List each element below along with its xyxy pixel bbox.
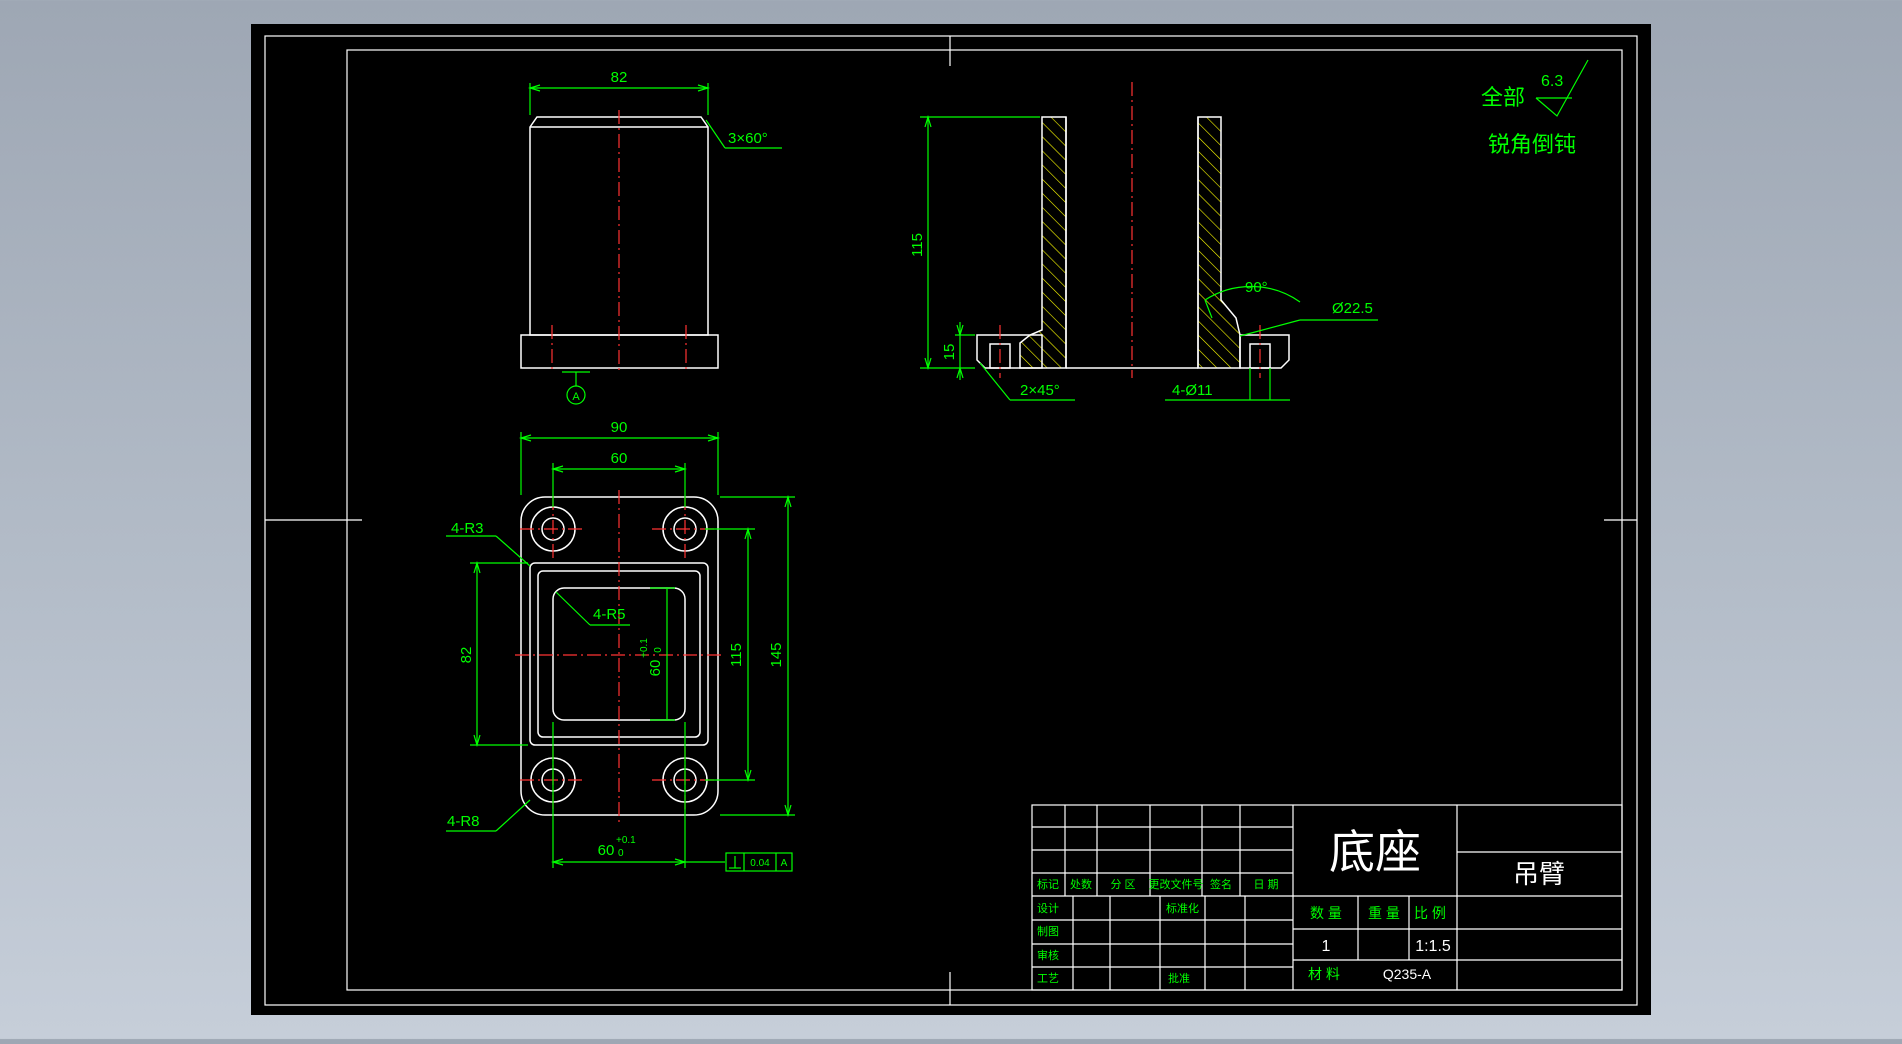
drawing-sheet bbox=[251, 24, 1651, 1015]
tb-process: 工艺 bbox=[1037, 972, 1059, 985]
tb-header-2: 分 区 bbox=[1110, 878, 1135, 891]
top-view: 90 60 82 115 145 4-R3 4-R5 4-R8 60 +0.1 … bbox=[446, 419, 795, 872]
inner-square-v-tol-lower: 0 bbox=[653, 647, 664, 653]
outer-height-dim: 145 bbox=[768, 642, 785, 667]
inner-square-v-dim: 60 bbox=[647, 660, 664, 677]
sheet-border bbox=[264, 35, 1638, 1006]
front-view: 82 3×60° A bbox=[520, 69, 782, 405]
edge-break-note: 锐角倒钝 bbox=[1488, 132, 1576, 157]
inner-square-h-dim: 60 bbox=[598, 842, 615, 859]
inner-width-dim: 82 bbox=[458, 647, 475, 664]
section-height-dim: 115 bbox=[909, 233, 926, 257]
holes-dim: 4-Ø11 bbox=[1172, 382, 1213, 399]
tb-header-5: 日 期 bbox=[1253, 878, 1278, 891]
tb-part-name: 底座 bbox=[1329, 826, 1421, 878]
tb-material-label: 材 料 bbox=[1308, 966, 1340, 982]
tb-material: Q235-A bbox=[1383, 966, 1432, 982]
section-view: 115 15 90° Ø22.5 2×45° 4-Ø11 bbox=[909, 82, 1378, 401]
datum-a-label: A bbox=[572, 391, 580, 403]
tb-qty: 1 bbox=[1322, 938, 1331, 955]
angle-dim: 90° bbox=[1245, 279, 1268, 296]
counterbore-dim: Ø22.5 bbox=[1332, 300, 1373, 317]
inner-square-h-tol-upper: +0.1 bbox=[616, 835, 636, 846]
tb-assembly: 吊臂 bbox=[1513, 859, 1565, 889]
tb-scale-label: 比 例 bbox=[1414, 905, 1446, 921]
r5-label: 4-R5 bbox=[593, 606, 626, 623]
base-height-dim: 15 bbox=[941, 344, 958, 361]
outer-width-dim: 90 bbox=[611, 419, 628, 436]
inner-square-v-tol-upper: +0.1 bbox=[639, 638, 650, 658]
tb-approve: 批准 bbox=[1168, 971, 1190, 985]
tb-standard: 标准化 bbox=[1166, 901, 1199, 915]
tb-header-1: 处数 bbox=[1070, 878, 1092, 891]
tb-header-4: 签名 bbox=[1210, 877, 1232, 891]
fcf-value: 0.04 bbox=[750, 858, 770, 869]
front-width-dim: 82 bbox=[611, 69, 628, 86]
tb-weight-label: 重 量 bbox=[1368, 905, 1400, 921]
inner-square-h-tol-lower: 0 bbox=[618, 848, 624, 859]
hole-spacing-dim: 60 bbox=[611, 450, 628, 467]
tb-design: 设计 bbox=[1037, 902, 1059, 915]
section-chamfer-dim: 2×45° bbox=[1020, 382, 1060, 399]
surface-prefix: 全部 bbox=[1481, 85, 1525, 110]
tb-header-3: 更改文件号 bbox=[1149, 877, 1204, 891]
roughness-value: 6.3 bbox=[1541, 73, 1563, 90]
r3-label: 4-R3 bbox=[451, 520, 484, 537]
tb-scale: 1:1.5 bbox=[1415, 938, 1451, 955]
surface-finish-note: 全部 6.3 锐角倒钝 bbox=[1481, 59, 1589, 157]
tb-header-0: 标记 bbox=[1037, 877, 1059, 891]
r8-label: 4-R8 bbox=[447, 813, 480, 830]
title-block: 标记 处数 分 区 更改文件号 签名 日 期 设计 标准化 制图 审核 工艺 批… bbox=[1031, 804, 1623, 991]
hole-spacing-v-dim: 115 bbox=[728, 643, 745, 667]
tb-review: 审核 bbox=[1037, 948, 1059, 962]
fcf-datum: A bbox=[781, 858, 788, 869]
tb-drawing: 制图 bbox=[1037, 925, 1059, 938]
tb-qty-label: 数 量 bbox=[1310, 905, 1342, 921]
front-chamfer-dim: 3×60° bbox=[728, 130, 768, 147]
